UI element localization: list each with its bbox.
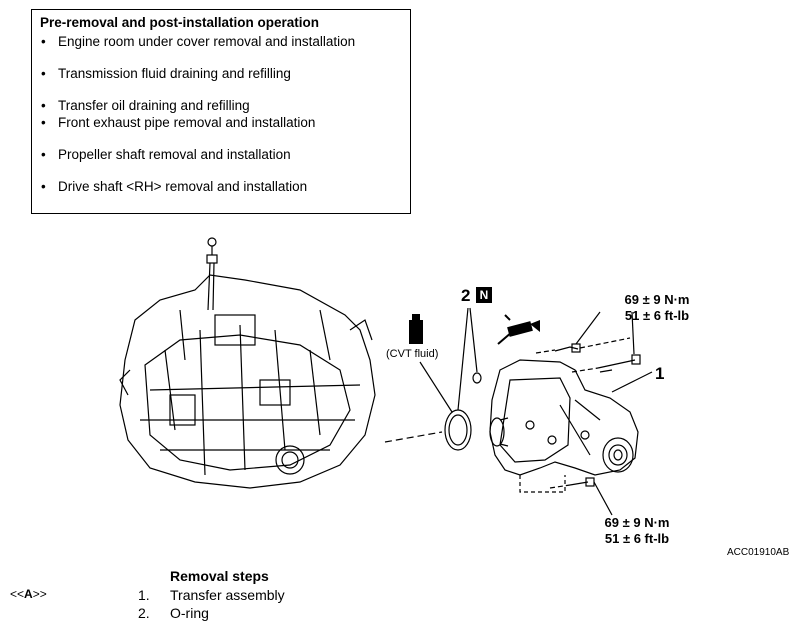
removal-step-row: 2. O-ring: [0, 605, 806, 623]
callout-label-1: 1: [655, 364, 665, 383]
bolt-lower-illustration: [549, 477, 613, 516]
step-label: O-ring: [170, 605, 209, 621]
cvt-fluid-label: (CVT fluid): [386, 348, 439, 360]
removal-step-row: <<A>> 1. Transfer assembly: [0, 587, 806, 605]
transfer-assembly-diagram: [0, 220, 806, 565]
torque-spec-lower: 69 ± 9 N·m 51 ± 6 ft-lb: [592, 515, 682, 547]
transmission-case-illustration: [119, 274, 376, 489]
note-item: Drive shaft <RH> removal and installatio…: [40, 178, 402, 195]
grease-gun-icon: [497, 314, 540, 345]
cvt-fluid-can-icon: [409, 314, 423, 344]
torque-value-nm: 69 ± 9 N·m: [624, 292, 690, 307]
transfer-assembly-illustration: [489, 359, 639, 493]
exploded-view-drawing: [119, 237, 653, 516]
non-reusable-badge: N: [476, 287, 492, 303]
torque-value-ftlb: 51 ± 6 ft-lb: [624, 308, 690, 323]
o-ring-illustration: [444, 409, 472, 451]
pre-removal-note-box: Pre-removal and post-installation operat…: [31, 9, 411, 214]
dipstick-illustration: [206, 237, 218, 311]
note-item: Transmission fluid draining and refillin…: [40, 65, 402, 82]
note-item: Propeller shaft removal and installation: [40, 146, 402, 163]
note-item: Transfer oil draining and refilling: [40, 97, 402, 114]
step-label: Transfer assembly: [170, 587, 285, 603]
note-item: Front exhaust pipe removal and installat…: [40, 114, 402, 131]
bolt-upper-illustration: [535, 311, 641, 373]
service-point-mark[interactable]: <<A>>: [10, 587, 47, 601]
torque-value-ftlb: 51 ± 6 ft-lb: [604, 531, 670, 546]
figure-code: ACC01910AB: [727, 547, 790, 558]
callout-label-2: 2: [461, 286, 471, 305]
removal-steps-heading: Removal steps: [170, 568, 269, 584]
step-number: 2.: [138, 605, 150, 621]
note-list: Engine room under cover removal and inst…: [40, 33, 402, 195]
step-number: 1.: [138, 587, 150, 603]
torque-value-nm: 69 ± 9 N·m: [604, 515, 670, 530]
note-item: Engine room under cover removal and inst…: [40, 33, 402, 50]
note-title: Pre-removal and post-installation operat…: [40, 15, 320, 30]
torque-spec-upper: 69 ± 9 N·m 51 ± 6 ft-lb: [612, 292, 702, 324]
